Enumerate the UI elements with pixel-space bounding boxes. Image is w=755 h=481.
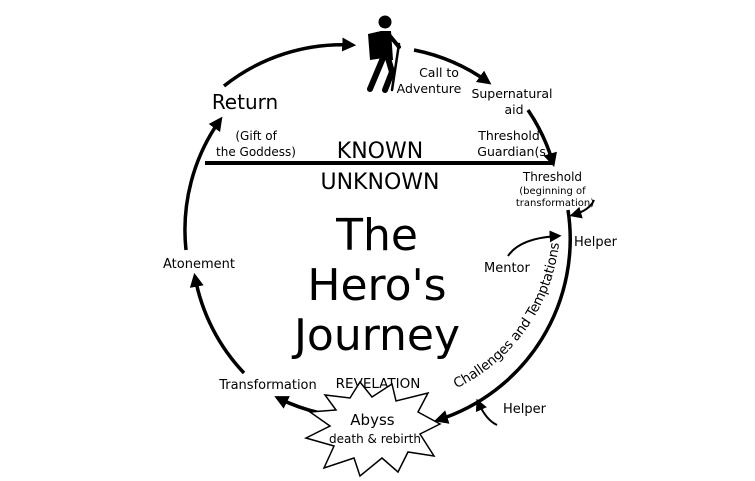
title-line-2: Hero's [307, 260, 446, 311]
label-supernatural-aid: Supernatural aid [471, 86, 556, 117]
label-helper-bottom: Helper [503, 402, 547, 417]
helper-top-arrow [569, 199, 595, 219]
label-threshold-guardians: Threshold Guardian(s) [477, 128, 551, 159]
title-line-3: Journey [291, 310, 460, 361]
label-return: Return [212, 90, 278, 114]
label-abyss: Abyss death & rebirth [329, 410, 421, 446]
label-helper-top: Helper [574, 235, 618, 250]
label-revelation: REVELATION [336, 376, 421, 392]
label-mentor: Mentor [484, 261, 531, 276]
arc-threshold-to-abyss [433, 209, 572, 424]
arc-aid-to-threshold [526, 109, 557, 168]
label-unknown: UNKNOWN [321, 170, 440, 195]
arc-atonement-to-return [183, 116, 223, 251]
hiker-icon [367, 15, 401, 93]
label-atonement: Atonement [163, 257, 235, 272]
label-transformation: Transformation [218, 378, 317, 393]
label-threshold: Threshold (beginning of transformation) [516, 166, 594, 209]
label-call-to-adventure: Call to Adventure [397, 65, 463, 96]
label-known: KNOWN [337, 139, 423, 164]
label-gift-of-the-goddess: (Gift of the Goddess) [216, 129, 296, 159]
arc-transformation-to-atonement [189, 272, 246, 375]
arc-abyss-to-transformation [274, 396, 321, 415]
arc-return-to-hero [222, 37, 357, 88]
abyss-burst-icon [303, 380, 442, 478]
mentor-arrow [507, 230, 562, 257]
arc-hero-to-aid [413, 48, 492, 85]
helper-bottom-arrow [475, 398, 498, 426]
title-line-1: The [335, 210, 418, 261]
